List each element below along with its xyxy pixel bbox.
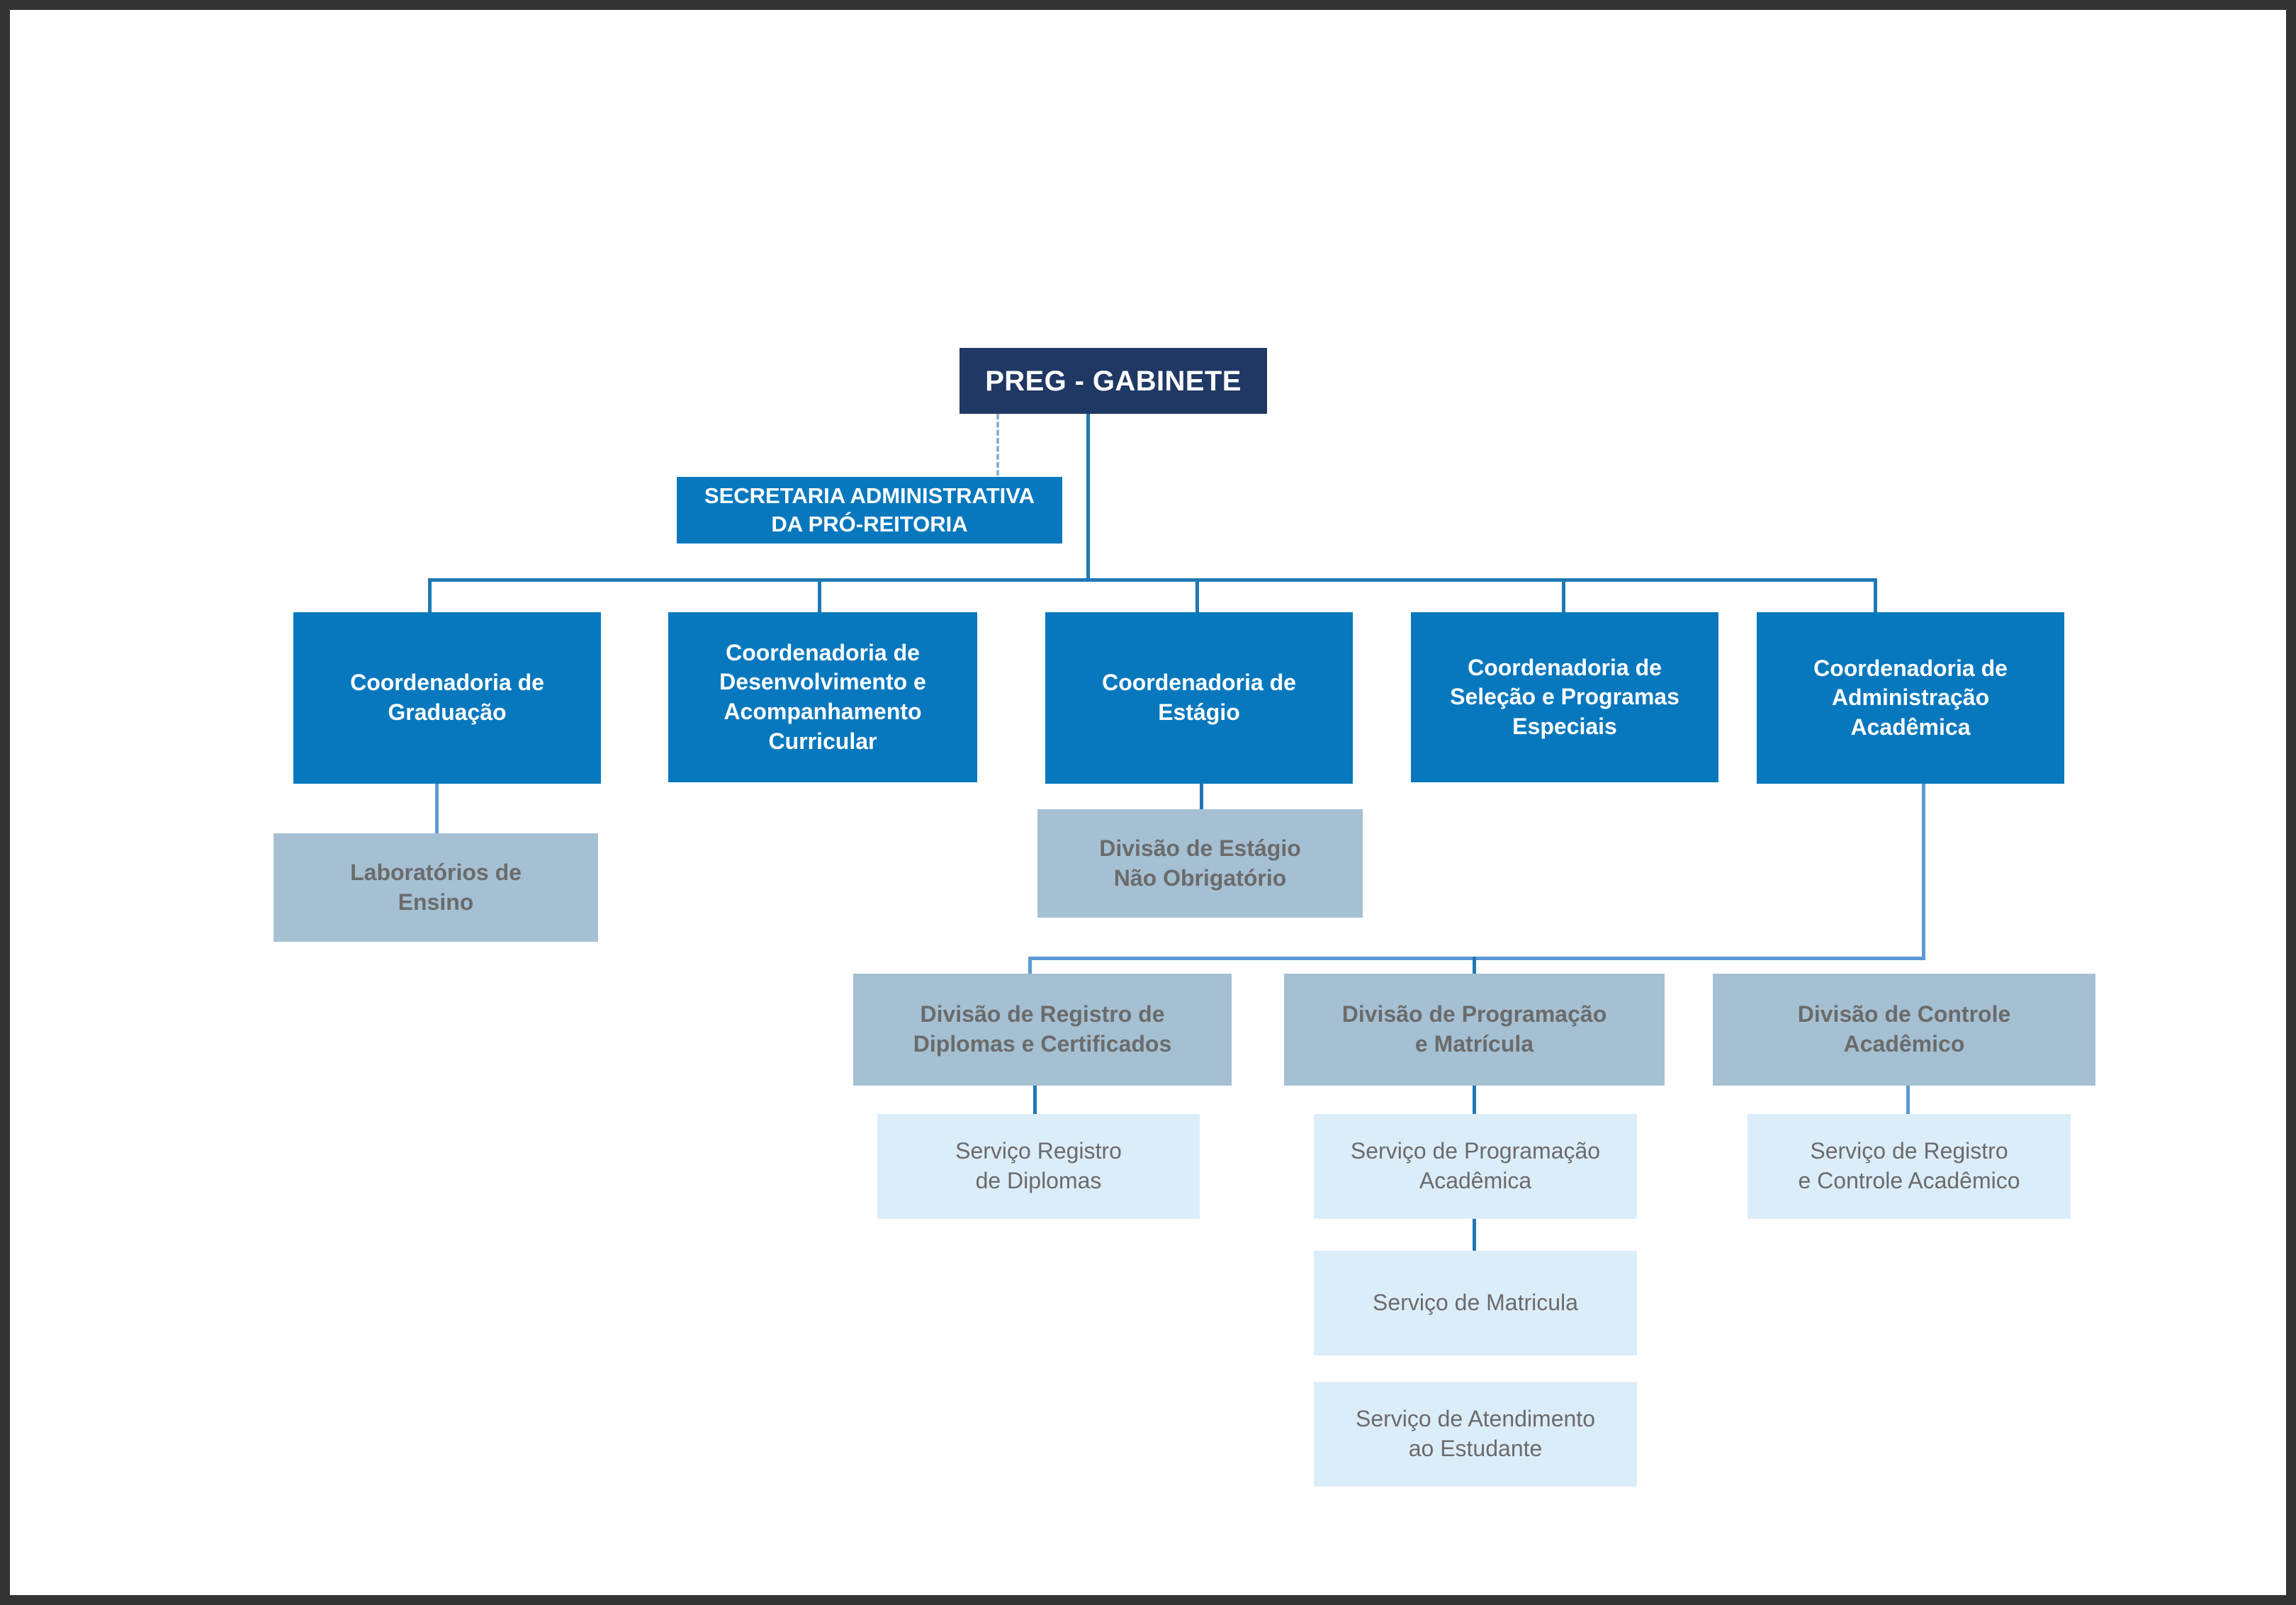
- connector-servico-programacao-to-matricula: [1473, 1219, 1476, 1251]
- connector-div-controle-to-servico: [1906, 1086, 1910, 1114]
- node-label: SECRETARIA ADMINISTRATIVA DA PRÓ-REITORI…: [704, 483, 1035, 536]
- node-divisao-controle[interactable]: Divisão de Controle Acadêmico: [1713, 974, 2095, 1086]
- connector-drop-coord-estagio: [1195, 578, 1199, 612]
- node-label: Divisão de Registro de Diplomas e Certif…: [913, 1001, 1172, 1057]
- connector-root-trunk: [1086, 414, 1090, 581]
- node-divisao-programacao[interactable]: Divisão de Programação e Matrícula: [1284, 974, 1665, 1086]
- node-label: Serviço de Atendimento ao Estudante: [1356, 1406, 1595, 1461]
- node-divisao-estagio[interactable]: Divisão de Estágio Não Obrigatório: [1037, 809, 1363, 918]
- connector-drop-div-diplomas: [1028, 957, 1032, 974]
- connector-drop-div-programacao: [1473, 957, 1476, 974]
- node-label: Serviço de Registro e Controle Acadêmico: [1798, 1138, 2020, 1193]
- node-coordenadoria-estagio[interactable]: Coordenadoria de Estágio: [1045, 612, 1353, 784]
- node-label: Divisão de Programação e Matrícula: [1341, 1001, 1607, 1057]
- node-coordenadoria-administracao[interactable]: Coordenadoria de Administração Acadêmica: [1757, 612, 2064, 784]
- connector-drop-coord-desenvolvimento: [818, 578, 821, 612]
- connector-root-to-secretaria-dashed: [996, 414, 999, 492]
- node-label: Laboratórios de Ensino: [350, 859, 522, 915]
- node-label: Coordenadoria de Seleção e Programas Esp…: [1450, 654, 1679, 739]
- node-preg-gabinete[interactable]: PREG - GABINETE: [960, 348, 1267, 414]
- connector-drop-coord-selecao: [1562, 578, 1565, 612]
- connector-estagio-to-divisao: [1200, 784, 1203, 809]
- connector-div-programacao-to-servico: [1473, 1086, 1476, 1114]
- node-servico-programacao-academica[interactable]: Serviço de Programação Acadêmica: [1314, 1114, 1637, 1219]
- connector-drop-coord-administracao: [1874, 578, 1877, 612]
- node-label: Divisão de Estágio Não Obrigatório: [1099, 835, 1301, 891]
- connector-level2-bus: [428, 578, 1877, 582]
- node-coordenadoria-graduacao[interactable]: Coordenadoria de Graduação: [293, 612, 601, 784]
- node-coordenadoria-desenvolvimento[interactable]: Coordenadoria de Desenvolvimento e Acomp…: [668, 612, 977, 782]
- connector-level3-bus: [1028, 957, 1925, 960]
- connector-administracao-trunk: [1922, 784, 1925, 959]
- node-label: Coordenadoria de Administração Acadêmica: [1813, 655, 2008, 740]
- node-servico-registro-controle[interactable]: Serviço de Registro e Controle Acadêmico: [1748, 1114, 2071, 1219]
- node-label: Coordenadoria de Graduação: [350, 670, 544, 725]
- connector-drop-coord-graduacao: [428, 578, 432, 612]
- node-divisao-diplomas[interactable]: Divisão de Registro de Diplomas e Certif…: [853, 974, 1232, 1086]
- connector-graduacao-to-lab: [435, 784, 439, 833]
- node-secretaria-administrativa[interactable]: SECRETARIA ADMINISTRATIVA DA PRÓ-REITORI…: [677, 477, 1062, 544]
- node-coordenadoria-selecao[interactable]: Coordenadoria de Seleção e Programas Esp…: [1411, 612, 1718, 782]
- node-label: Serviço Registro de Diplomas: [955, 1138, 1122, 1193]
- node-servico-registro-diplomas[interactable]: Serviço Registro de Diplomas: [877, 1114, 1200, 1219]
- node-label: Coordenadoria de Estágio: [1102, 670, 1296, 725]
- node-label: PREG - GABINETE: [985, 365, 1242, 397]
- node-label: Serviço de Matricula: [1373, 1290, 1578, 1316]
- node-servico-matricula[interactable]: Serviço de Matricula: [1314, 1251, 1637, 1356]
- node-servico-atendimento-estudante[interactable]: Serviço de Atendimento ao Estudante: [1314, 1382, 1637, 1487]
- connector-div-diplomas-to-servico: [1033, 1086, 1037, 1114]
- node-label: Coordenadoria de Desenvolvimento e Acomp…: [719, 639, 926, 754]
- node-laboratorios-ensino[interactable]: Laboratórios de Ensino: [274, 833, 598, 942]
- org-chart-canvas: PREG - GABINETE SECRETARIA ADMINISTRATIV…: [10, 10, 2286, 1595]
- node-label: Divisão de Controle Acadêmico: [1797, 1001, 2011, 1057]
- node-label: Serviço de Programação Acadêmica: [1350, 1138, 1601, 1193]
